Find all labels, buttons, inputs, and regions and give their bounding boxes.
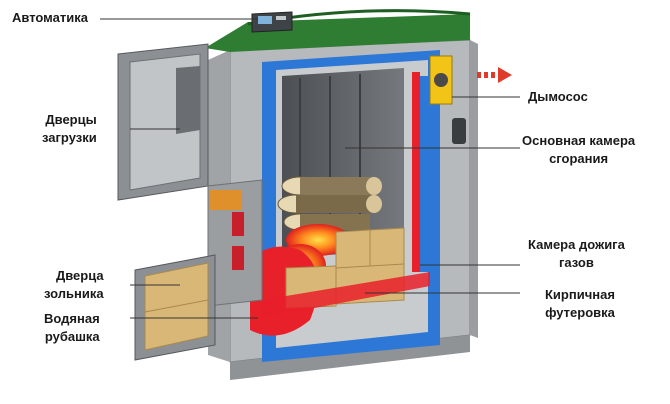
flue-outlet [452, 118, 466, 144]
label-loading-door: Дверцы загрузки [42, 112, 97, 145]
label-automatics: Автоматика [12, 10, 88, 25]
label-water-jacket: Водяная рубашка [44, 311, 100, 344]
label-smoke-exhauster: Дымосос [528, 89, 588, 104]
fan-icon [429, 55, 453, 105]
label-main-chamber: Основная камера сгорания [522, 133, 636, 166]
ash-door [134, 254, 216, 361]
label-afterburn-chamber: Камера дожига газов [528, 237, 625, 270]
afterburn-channel [262, 72, 430, 318]
ash-section-front [207, 179, 263, 307]
firewood-logs [277, 176, 382, 231]
exhaust-arrow-icon [477, 67, 512, 83]
label-brick-lining: Кирпичная футеровка [545, 287, 615, 320]
label-ash-door: Дверца зольника [44, 268, 104, 301]
leader-lines [100, 18, 520, 319]
loading-door [117, 43, 209, 201]
control-panel-icon [251, 11, 293, 33]
